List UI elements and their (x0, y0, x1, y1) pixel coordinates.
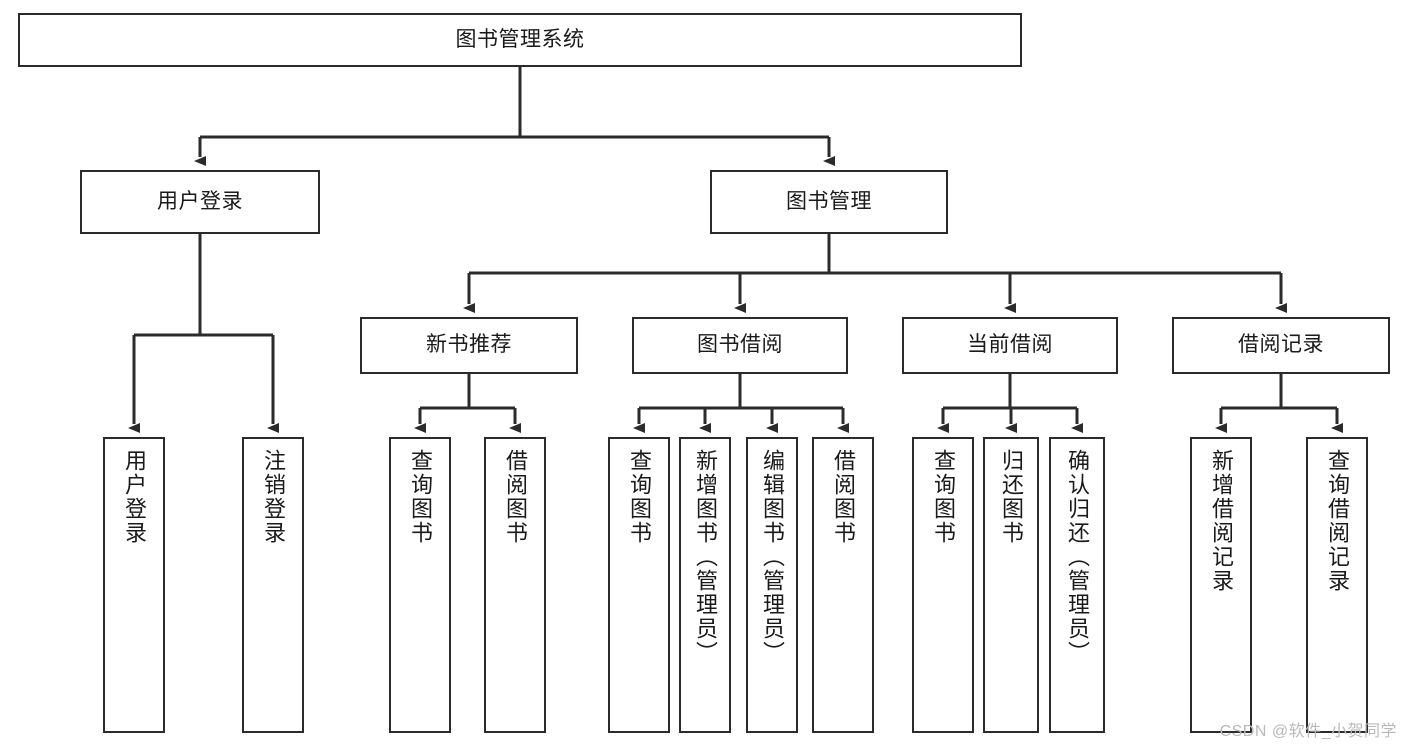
node-level1-user-login[interactable]: 用户登录 (80, 170, 320, 234)
node-leaf-leaf-add-book[interactable]: 新增图书（管理员） (679, 437, 731, 733)
node-leaf-leaf-logout-login[interactable]: 注销登录 (242, 437, 304, 733)
watermark-text: CSDN @软件_小贺同学 (1219, 723, 1397, 740)
node-label: 图书借阅 (697, 333, 783, 357)
node-leaf-leaf-add-borrow-record[interactable]: 新增借阅记录 (1190, 437, 1252, 733)
node-leaf-leaf-query-book-recommend[interactable]: 查询图书 (389, 437, 451, 733)
node-leaf-leaf-return-book[interactable]: 归还图书 (983, 437, 1039, 733)
node-leaf-leaf-query-borrow-record[interactable]: 查询借阅记录 (1306, 437, 1368, 733)
node-label: 归还图书 (999, 449, 1024, 545)
node-level1-book-manage[interactable]: 图书管理 (710, 170, 948, 234)
node-leaf-leaf-borrow-book-recommend[interactable]: 借阅图书 (484, 437, 546, 733)
node-root-root[interactable]: 图书管理系统 (18, 13, 1022, 67)
node-label: 查询借阅记录 (1325, 449, 1350, 593)
node-label: 新增图书（管理员） (693, 449, 718, 665)
node-label: 查询图书 (408, 449, 433, 545)
node-label: 新书推荐 (426, 333, 512, 357)
node-leaf-leaf-confirm-return[interactable]: 确认归还（管理员） (1049, 437, 1105, 733)
node-leaf-leaf-query-book-current[interactable]: 查询图书 (912, 437, 974, 733)
node-level2-current-borrow[interactable]: 当前借阅 (902, 317, 1118, 374)
node-level2-new-book-recommend[interactable]: 新书推荐 (360, 317, 578, 374)
node-label: 用户登录 (122, 449, 147, 545)
node-label: 图书管理系统 (455, 27, 585, 51)
node-label: 用户登录 (157, 189, 243, 213)
node-label: 注销登录 (261, 449, 286, 545)
node-label: 当前借阅 (967, 333, 1053, 357)
node-leaf-leaf-user-login[interactable]: 用户登录 (103, 437, 165, 733)
node-level2-borrow-record[interactable]: 借阅记录 (1172, 317, 1390, 374)
node-label: 编辑图书（管理员） (760, 449, 785, 665)
node-label: 借阅图书 (831, 449, 856, 545)
node-label: 新增借阅记录 (1209, 449, 1234, 593)
node-leaf-leaf-borrow-book[interactable]: 借阅图书 (812, 437, 874, 733)
node-label: 借阅图书 (503, 449, 528, 545)
node-label: 借阅记录 (1238, 333, 1324, 357)
node-level2-book-borrow[interactable]: 图书借阅 (632, 317, 848, 374)
node-label: 图书管理 (786, 189, 872, 213)
node-label: 查询图书 (627, 449, 652, 545)
node-label: 查询图书 (931, 449, 956, 545)
node-leaf-leaf-query-book-borrow[interactable]: 查询图书 (608, 437, 670, 733)
node-label: 确认归还（管理员） (1065, 449, 1090, 665)
node-leaf-leaf-edit-book[interactable]: 编辑图书（管理员） (746, 437, 798, 733)
